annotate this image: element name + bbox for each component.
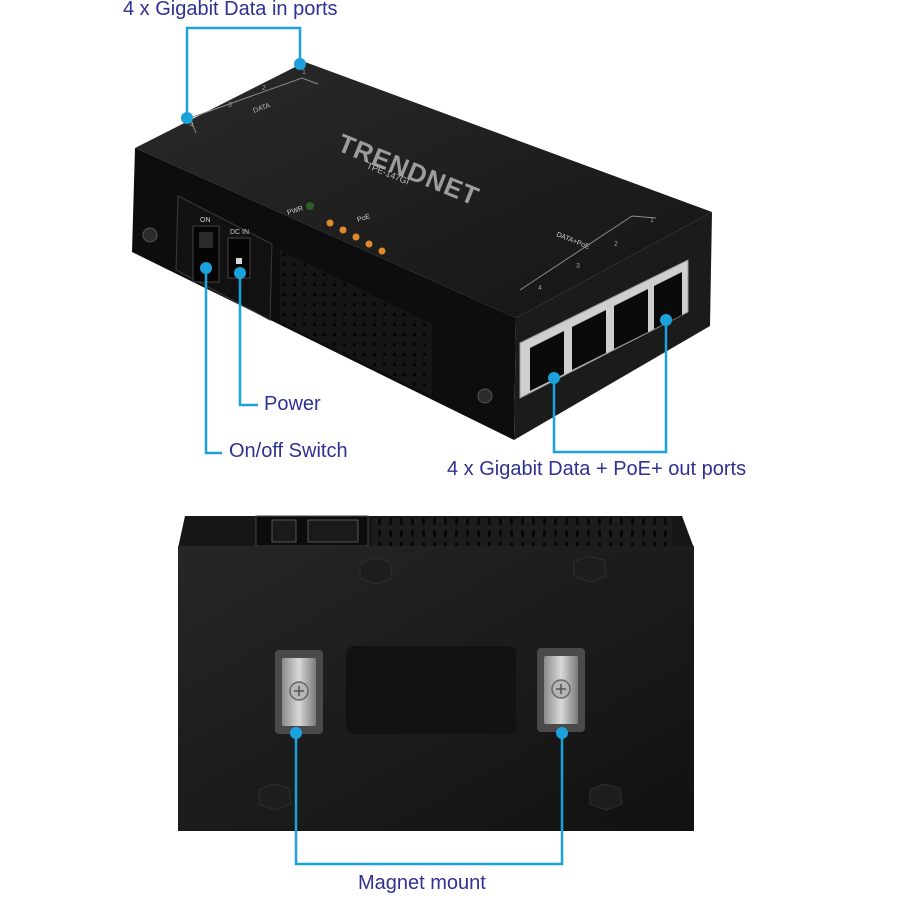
label-recess — [346, 646, 516, 734]
port-num-2-top: 2 — [262, 85, 266, 92]
screw-icon — [142, 227, 158, 243]
on-label: ON — [200, 217, 211, 224]
foot-icon — [589, 783, 623, 811]
callout-poe-out-ports: 4 x Gigabit Data + PoE+ out ports — [447, 458, 747, 480]
poe-led-label: PoE — [356, 213, 371, 224]
magnet-clip-left — [275, 650, 323, 734]
callout-line-data-in — [185, 26, 302, 118]
device-underside — [178, 515, 694, 831]
callout-dots — [181, 58, 672, 739]
foot-icon — [359, 557, 393, 585]
pwr-led — [306, 202, 314, 210]
callout-line-magnet — [294, 733, 564, 866]
callout-magnet-mount: Magnet mount — [358, 872, 486, 894]
port-num-3-front: 3 — [576, 263, 580, 270]
pwr-led-label: PWR — [286, 205, 304, 217]
port-num-2-front: 2 — [614, 241, 618, 248]
device-top-face — [135, 62, 712, 318]
rj45-port-1[interactable] — [654, 272, 682, 329]
foot-icon — [573, 555, 607, 583]
foot-icon — [258, 783, 292, 811]
port-num-1-front: 1 — [650, 217, 654, 224]
callout-on-off-switch: On/off Switch — [229, 440, 348, 462]
poe-leds — [326, 219, 386, 255]
vent-grille — [280, 250, 432, 396]
poe-injector-device: DATA 1 2 3 4 TRENDNET TPE-147GI PWR PoE … — [132, 62, 712, 440]
screw-icon — [477, 388, 493, 404]
rj45-ports — [530, 272, 682, 391]
port-num-4-front: 4 — [538, 285, 542, 292]
callout-line-power — [238, 273, 258, 407]
callout-line-poe-out — [552, 320, 668, 454]
vent-slots — [372, 518, 672, 546]
rj45-port-2[interactable] — [614, 289, 648, 349]
rj45-port-3[interactable] — [572, 310, 606, 370]
callout-data-in-ports: 4 x Gigabit Data in ports — [123, 0, 338, 20]
callout-line-onoff — [204, 268, 222, 455]
port-num-1-top: 1 — [302, 69, 306, 76]
magnet-clip-right — [537, 648, 585, 732]
dc-in-label: DC IN — [230, 229, 249, 236]
callout-power: Power — [264, 393, 321, 415]
callout-lines — [185, 26, 668, 866]
port-num-3-top: 3 — [228, 102, 232, 109]
port-num-4-top: 4 — [190, 122, 194, 129]
